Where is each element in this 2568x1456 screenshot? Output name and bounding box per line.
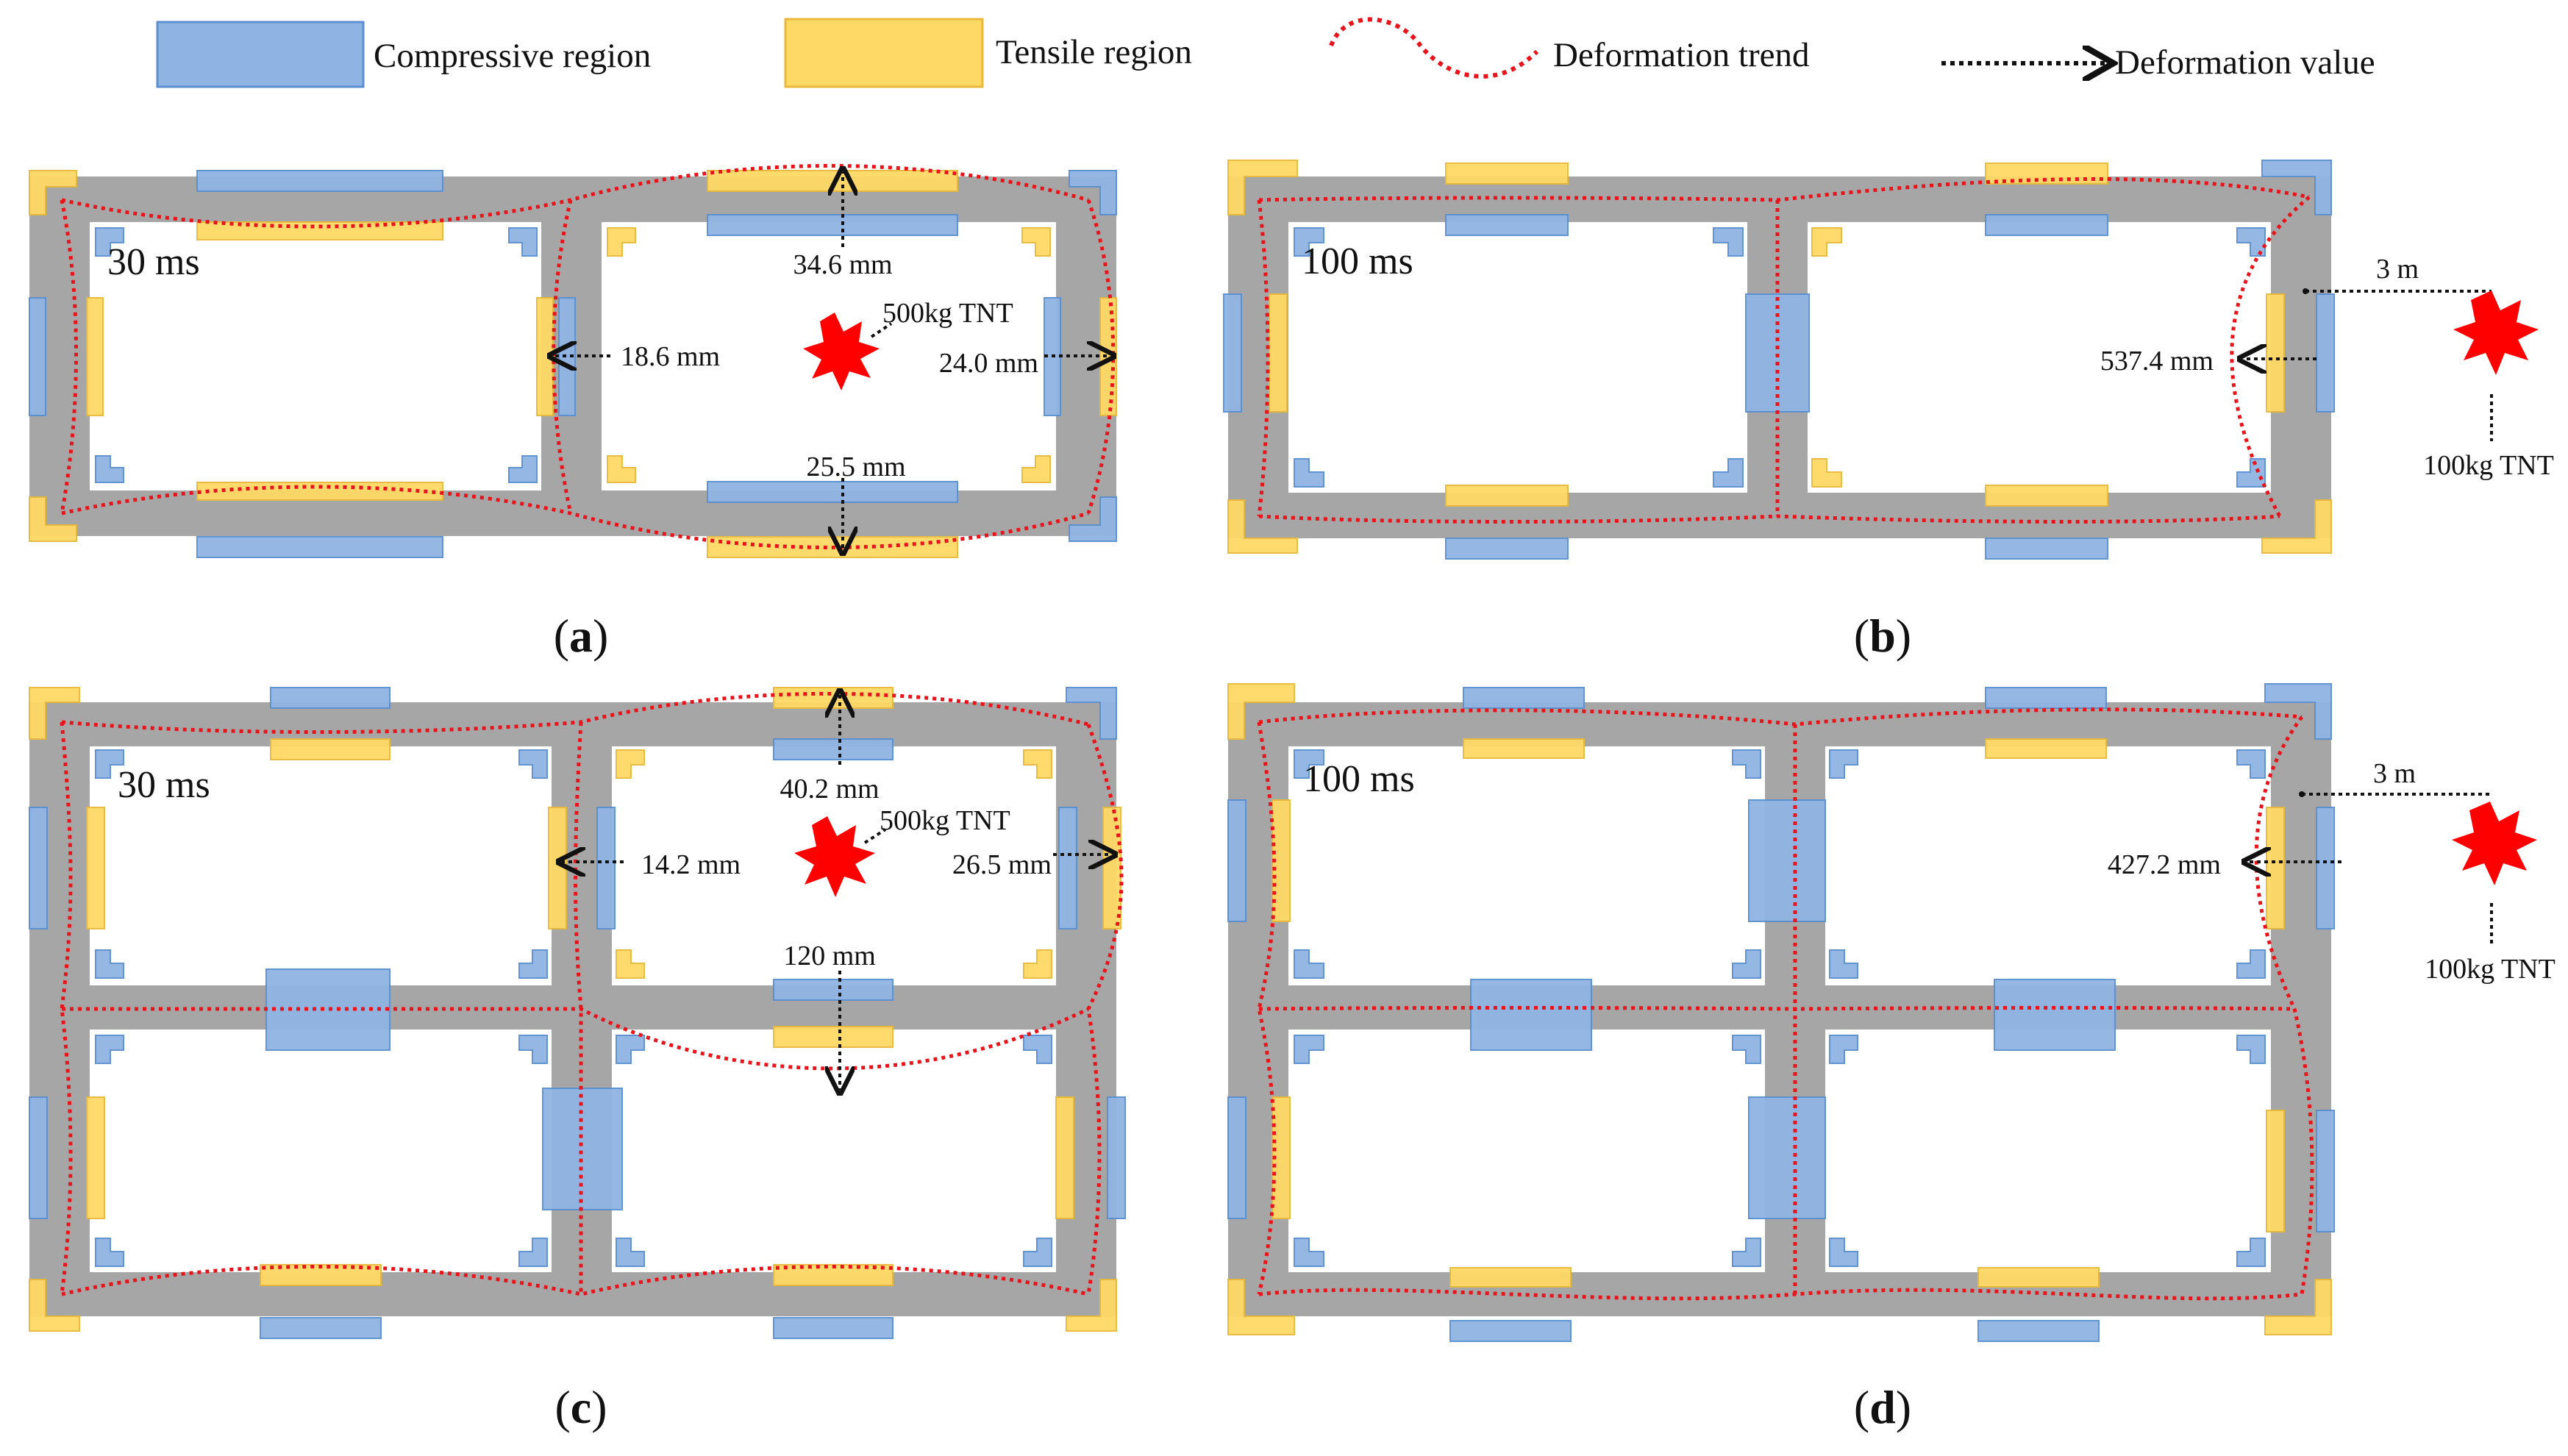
frame-members [1228, 176, 2331, 538]
explosive-label: 500kg TNT [882, 298, 1013, 329]
blast-icon [2452, 802, 2537, 885]
deformation-value-top: 34.6 mm [793, 249, 892, 280]
deformation-value-arrows [2243, 290, 2493, 441]
compressive-regions [29, 687, 1126, 1339]
legend-trend-swatch [1329, 17, 1539, 79]
distance-marker-dot [2299, 791, 2305, 797]
deformation-trend [1257, 176, 2311, 524]
legend-compressive-label: Compressive region [374, 37, 651, 75]
panel-d: 100 ms 3 m 427.2 mm 100kg TNT (d) [1227, 683, 2555, 1433]
caption: (c) [554, 1381, 607, 1433]
explosive-label: 100kg TNT [2425, 954, 2555, 985]
caption-c: (c) [554, 1381, 607, 1433]
time-label: 30 ms [118, 764, 210, 806]
panel-c: 30 ms 40.2 mm 14.2 mm 26.5 mm 120 mm 500… [29, 687, 1126, 1433]
caption-letter: d [1869, 1381, 1896, 1433]
explosive-label: 100kg TNT [2423, 450, 2554, 481]
deformation-value-top: 40.2 mm [780, 774, 879, 804]
caption-b: (b) [1854, 610, 1911, 662]
caption-letter: a [569, 610, 593, 662]
caption-letter: b [1869, 610, 1896, 662]
legend-compressive-swatch [156, 21, 365, 88]
legend-tensile-swatch [784, 18, 984, 88]
compressive-regions [1227, 683, 2335, 1342]
panel-a: 30 ms 34.6 mm 18.6 mm 24.0 mm 25.5 mm 50… [29, 164, 1117, 662]
time-label: 30 ms [107, 241, 200, 283]
deformation-value-arrows [2247, 793, 2493, 946]
deformation-value: 537.4 mm [2100, 346, 2214, 377]
deformation-value-arrows [562, 694, 1112, 1090]
blast-icon [803, 313, 880, 390]
caption: (b) [1854, 610, 1911, 662]
deformation-value-left: 14.2 mm [641, 849, 741, 880]
blast-icon [2453, 290, 2539, 375]
deformation-trend [60, 691, 1124, 1296]
caption-letter: c [571, 1381, 591, 1433]
legend-tensile-label: Tensile region [996, 33, 1192, 71]
compressive-regions [29, 170, 1117, 558]
deformation-value-left: 18.6 mm [621, 341, 720, 372]
time-label: 100 ms [1302, 240, 1413, 282]
time-label: 100 ms [1303, 758, 1415, 800]
deformation-value-arrows [553, 172, 1110, 550]
distance-label: 3 m [2373, 758, 2416, 789]
deformation-value-right: 24.0 mm [939, 348, 1038, 379]
caption: (d) [1854, 1381, 1911, 1433]
caption-a: (a) [554, 610, 609, 662]
legend-trend-label: Deformation trend [1553, 36, 1809, 74]
deformation-value-right: 26.5 mm [952, 849, 1052, 880]
legend: Compressive region Tensile region Deform… [156, 17, 2375, 88]
caption: (a) [554, 610, 609, 662]
blast-icon [794, 816, 875, 897]
tensile-regions [1227, 160, 2332, 554]
deformation-value: 427.2 mm [2108, 849, 2221, 880]
deformation-value-bottom: 25.5 mm [806, 452, 905, 482]
deformation-value-bottom: 120 mm [783, 941, 876, 971]
explosive-label: 500kg TNT [880, 805, 1010, 836]
deformation-trend [1257, 707, 2314, 1301]
distance-marker-dot [2303, 288, 2308, 294]
caption-d: (d) [1854, 1381, 1911, 1433]
tensile-regions [1227, 683, 2332, 1335]
panel-b: 100 ms 3 m 537.4 mm 100kg TNT (b) [1223, 160, 2554, 662]
legend-value-label: Deformation value [2115, 43, 2375, 82]
distance-label: 3 m [2376, 254, 2419, 285]
